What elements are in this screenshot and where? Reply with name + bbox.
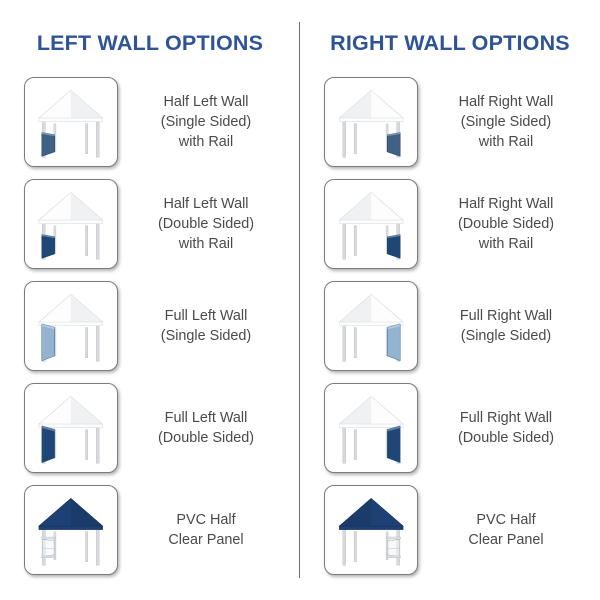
tent-full-right-wall-double-sided-icon[interactable] (324, 383, 418, 473)
option-label: Half Left Wall (Double Sided) with Rail (158, 196, 254, 252)
option-row[interactable]: Full Right Wall (Double Sided) (300, 378, 600, 478)
option-row[interactable]: Half Right Wall (Double Sided) with Rail (300, 174, 600, 274)
option-row[interactable]: Half Right Wall (Single Sided) with Rail (300, 72, 600, 172)
tent-pvc-half-clear-panel-left-icon[interactable] (24, 485, 118, 575)
right-option-list: Half Right Wall (Single Sided) with Rail… (300, 72, 600, 582)
option-label: Full Left Wall (Single Sided) (160, 308, 252, 344)
column-divider (299, 22, 300, 578)
option-label: PVC Half Clear Panel (168, 512, 244, 548)
tent-full-left-wall-double-sided-icon[interactable] (24, 383, 118, 473)
option-row[interactable]: Half Left Wall (Double Sided) with Rail (0, 174, 300, 274)
tent-pvc-half-clear-panel-right-icon[interactable] (324, 485, 418, 575)
option-label: Full Right Wall (Double Sided) (458, 410, 554, 446)
option-row[interactable]: Full Left Wall (Double Sided) (0, 378, 300, 478)
right-wall-options-column: RIGHT WALL OPTIONS Half Right Wall (Sing… (300, 0, 600, 600)
tent-full-right-wall-single-sided-icon[interactable] (324, 281, 418, 371)
tent-half-left-wall-double-sided-with-rail-icon[interactable] (24, 179, 118, 269)
tent-full-left-wall-single-sided-icon[interactable] (24, 281, 118, 371)
right-column-title: RIGHT WALL OPTIONS (330, 31, 570, 55)
option-row[interactable]: PVC Half Clear Panel (0, 480, 300, 580)
left-column-title: LEFT WALL OPTIONS (36, 31, 264, 55)
left-option-list: Half Left Wall (Single Sided) with Rail … (0, 72, 300, 582)
tent-half-right-wall-single-sided-with-rail-icon[interactable] (324, 77, 418, 167)
option-label: Half Right Wall (Double Sided) with Rail (458, 196, 554, 252)
option-row[interactable]: Full Left Wall (Single Sided) (0, 276, 300, 376)
option-label: Half Left Wall (Single Sided) with Rail (160, 94, 252, 150)
option-label: Half Right Wall (Single Sided) with Rail (458, 94, 554, 150)
option-row[interactable]: Full Right Wall (Single Sided) (300, 276, 600, 376)
option-label: Full Left Wall (Double Sided) (158, 410, 254, 446)
option-row[interactable]: PVC Half Clear Panel (300, 480, 600, 580)
option-label: Full Right Wall (Single Sided) (459, 308, 553, 344)
option-row[interactable]: Half Left Wall (Single Sided) with Rail (0, 72, 300, 172)
left-wall-options-column: LEFT WALL OPTIONS Half Left Wall (Single… (0, 31, 300, 582)
tent-half-left-wall-single-sided-with-rail-icon[interactable] (24, 77, 118, 167)
option-label: PVC Half Clear Panel (468, 512, 544, 548)
tent-half-right-wall-double-sided-with-rail-icon[interactable] (324, 179, 418, 269)
